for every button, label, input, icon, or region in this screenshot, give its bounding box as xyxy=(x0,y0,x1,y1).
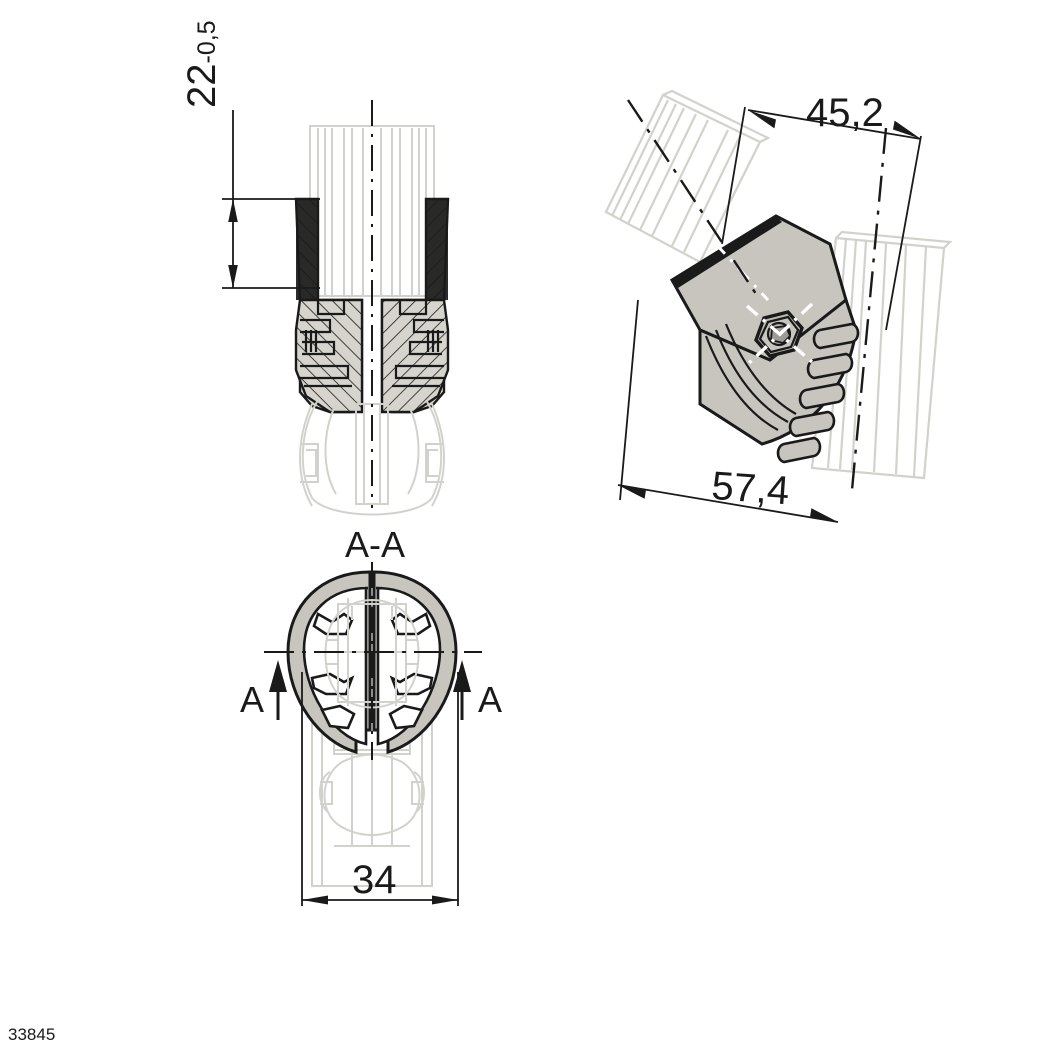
dimension-label-34: 34 xyxy=(352,858,397,902)
screw-centermark xyxy=(745,302,814,366)
dimension-line-57 xyxy=(617,484,839,523)
section-body-left xyxy=(294,197,364,414)
dimension-34 xyxy=(301,672,459,906)
dimension-22 xyxy=(222,110,320,289)
dimension-line-45 xyxy=(747,109,922,140)
dimension-label-57-4: 57,4 xyxy=(710,464,791,514)
ext-line-57-left xyxy=(619,299,639,501)
dimension-tolerance-22: -0,5 xyxy=(193,20,221,64)
section-label-aa: A-A xyxy=(345,524,406,565)
view-isometric-assembly xyxy=(604,89,953,523)
dimension-label-22: 22-0,5 xyxy=(180,20,224,109)
section-arrow-label-left: A xyxy=(240,679,265,720)
part-number-label: 33845 xyxy=(8,1025,56,1044)
view-section-a-a xyxy=(264,562,482,906)
ext-line-45-right xyxy=(885,135,922,331)
section-arrow-left xyxy=(269,660,287,720)
iso-centerline-lower xyxy=(850,127,888,491)
clamp-ring-section xyxy=(286,570,458,754)
dim-arrow-up xyxy=(228,199,238,222)
dimension-value-22: 22 xyxy=(180,63,224,109)
swivel-body-iso xyxy=(669,214,860,464)
ghost-tube-iso-left xyxy=(604,89,771,264)
view-sectional-elevation xyxy=(222,100,450,516)
dimension-label-45-2: 45,2 xyxy=(806,91,884,135)
dimension-57-4 xyxy=(617,299,839,523)
iso-centerline-upper xyxy=(626,99,762,301)
section-arrow-label-right: A xyxy=(478,679,503,720)
section-body-right xyxy=(380,197,450,414)
dim-arrow-down xyxy=(228,265,238,288)
ext-line-45-left xyxy=(721,106,746,245)
dimension-45-2 xyxy=(721,106,922,331)
